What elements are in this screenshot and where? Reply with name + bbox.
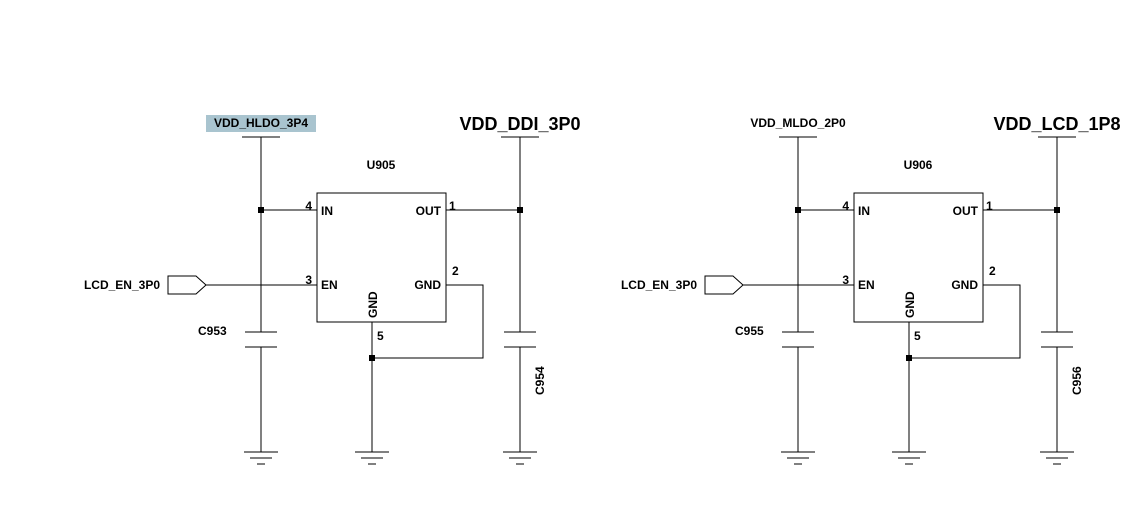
pin-name-gnd-right: GND [951, 278, 978, 292]
enable-port-symbol [704, 275, 744, 295]
regulator-ref: U906 [904, 158, 933, 172]
ground-symbol [244, 451, 278, 465]
pin-num-out: 1 [449, 199, 456, 213]
output-rail-label: VDD_DDI_3P0 [459, 114, 580, 134]
pin-name-gnd-bottom: GND [366, 291, 380, 318]
pin-num-gnd-right: 2 [989, 264, 996, 278]
ground-symbol [355, 451, 389, 465]
input-rail-highlight [206, 115, 316, 132]
junction-dot [795, 207, 801, 213]
pin-name-in: IN [321, 204, 333, 218]
enable-net-label: LCD_EN_3P0 [84, 278, 160, 292]
pin-num-out: 1 [986, 199, 993, 213]
cap-in-label: C955 [735, 324, 764, 338]
input-rail-label: VDD_MLDO_2P0 [750, 116, 846, 130]
pin-name-gnd-right: GND [414, 278, 441, 292]
cap-out-label: C954 [533, 366, 547, 395]
pin-num-gnd-bottom: 5 [377, 329, 384, 343]
pin-name-gnd-bottom: GND [903, 291, 917, 318]
cap-in-label: C953 [198, 324, 227, 338]
pin-name-out: OUT [416, 204, 442, 218]
enable-net-label: LCD_EN_3P0 [621, 278, 697, 292]
output-rail-label: VDD_LCD_1P8 [993, 114, 1120, 134]
regulator-ref: U905 [367, 158, 396, 172]
ground-symbol [781, 451, 815, 465]
regulator-body [853, 192, 984, 323]
junction-dot [906, 355, 912, 361]
junction-dot [258, 207, 264, 213]
junction-dot [369, 355, 375, 361]
pin-name-en: EN [321, 278, 338, 292]
pin-num-en: 3 [842, 273, 849, 287]
pin-name-out: OUT [953, 204, 979, 218]
pin-name-in: IN [858, 204, 870, 218]
input-rail-label: VDD_HLDO_3P4 [214, 116, 308, 130]
pin-num-in: 4 [305, 199, 312, 213]
gnd-loop-wire [372, 284, 484, 359]
enable-port-symbol [167, 275, 207, 295]
regulator-circuit-u906: VDD_MLDO_2P0 C955 LCD_EN_3P0 U906 IN 4 E… [621, 114, 1121, 465]
pin-num-gnd-bottom: 5 [914, 329, 921, 343]
cap-out-label: C956 [1070, 366, 1084, 395]
pin-name-en: EN [858, 278, 875, 292]
regulator-circuit-u905: VDD_HLDO_3P4 C953 LCD_EN_3P0 U905 IN 4 E… [84, 114, 581, 465]
gnd-loop-wire [909, 284, 1021, 359]
pin-num-gnd-right: 2 [452, 264, 459, 278]
ground-symbol [1040, 451, 1074, 465]
ground-symbol [503, 451, 537, 465]
regulator-body [316, 192, 447, 323]
pin-num-in: 4 [842, 199, 849, 213]
ground-symbol [892, 451, 926, 465]
pin-num-en: 3 [305, 273, 312, 287]
